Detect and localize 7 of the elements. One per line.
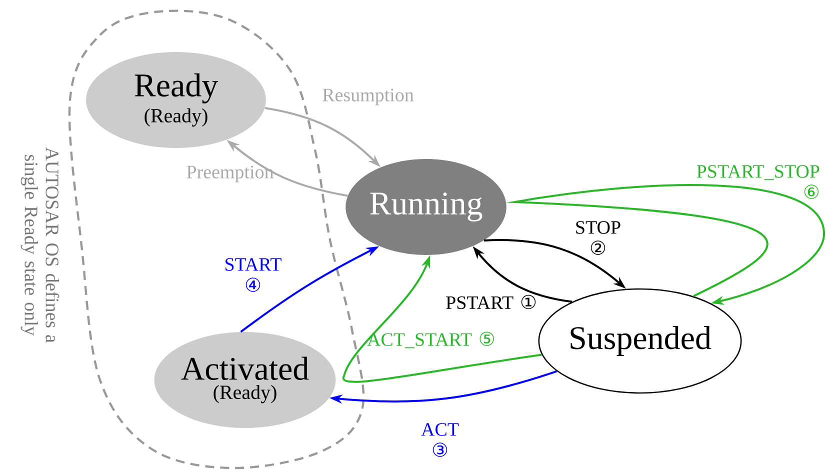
edge-label: ACT_START ⑤: [367, 332, 494, 348]
edge-label: Preemption: [186, 166, 274, 182]
note: AUTOSAR OS defines a single Ready state only: [20, 147, 60, 343]
edge-label: START ④: [226, 258, 282, 292]
edge-label: Resumption: [322, 88, 414, 106]
edge-label: ACT ③: [421, 423, 459, 457]
edge-label: PSTART ①: [446, 294, 536, 310]
